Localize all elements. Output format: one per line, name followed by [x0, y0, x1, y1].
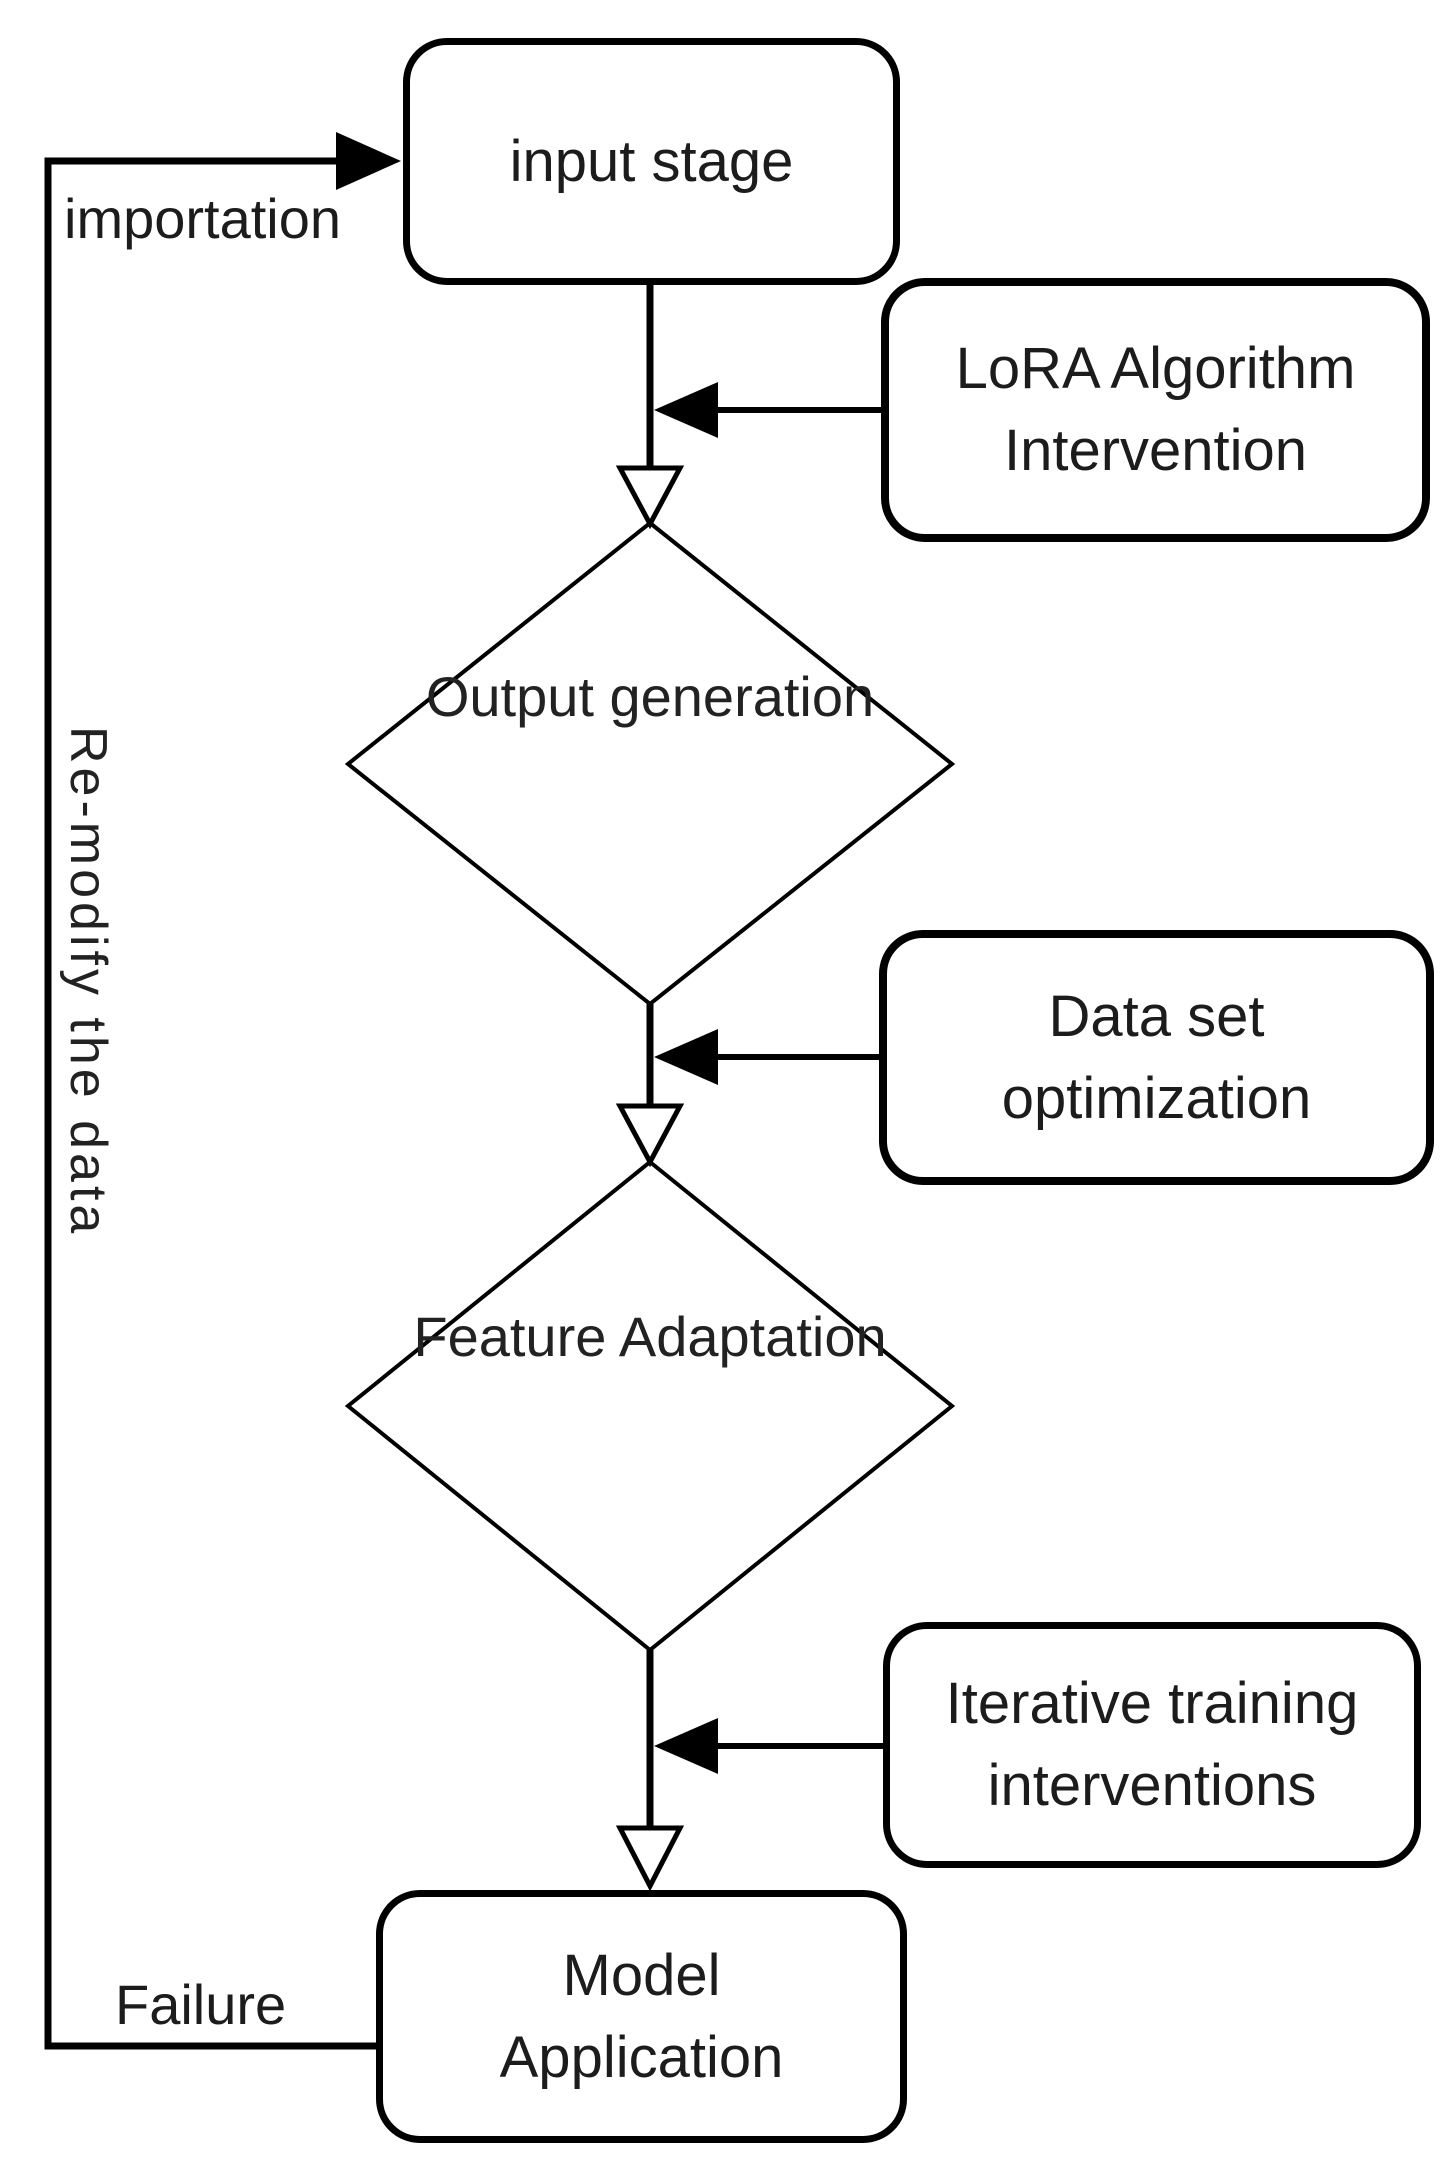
- feedback-loop-line: [44, 157, 376, 2050]
- node-input-stage-label: input stage: [509, 128, 794, 194]
- decision-feature-adaptation-label: Feature Adaptation: [390, 1300, 910, 1374]
- output-generation-line1: Output: [425, 665, 594, 728]
- decision-output-generation-label: Output generation: [390, 660, 910, 734]
- node-lora-algorithm-intervention: LoRA Algorithm Intervention: [881, 278, 1430, 542]
- node-dataset-label-line2: optimization: [1001, 1065, 1312, 1131]
- node-iterative-label-line2: interventions: [987, 1753, 1317, 1818]
- node-input-stage: input stage: [403, 38, 900, 285]
- decision-feature-adaptation: [344, 1159, 956, 1653]
- node-data-set-optimization: Data set optimization: [879, 930, 1434, 1185]
- feature-adaptation-line1: Feature: [413, 1305, 607, 1368]
- node-iterative-label-line1: Iterative training: [945, 1671, 1359, 1736]
- edge-label-importation: importation: [64, 187, 342, 250]
- arrowhead-dataset-optimization: [654, 1029, 718, 1085]
- feature-adaptation-line2: Adaptation: [618, 1305, 887, 1368]
- node-model-label-line1: Model: [562, 1942, 721, 2008]
- node-iterative-training-interventions: Iterative training interventions: [883, 1622, 1421, 1868]
- node-dataset-label-line1: Data set: [1048, 983, 1265, 1049]
- node-model-application: Model Application: [376, 1890, 907, 2143]
- open-arrowhead-into-output-generation: [615, 465, 685, 530]
- arrowhead-into-input-stage: [336, 132, 401, 190]
- open-arrowhead-into-model-application: [615, 1825, 685, 1892]
- node-lora-label-line2: Intervention: [1003, 418, 1308, 483]
- node-model-label-line2: Application: [499, 2024, 784, 2090]
- arrowhead-lora-intervention: [654, 382, 718, 438]
- output-generation-line2: generation: [609, 665, 875, 728]
- edge-label-re-modify-the-data: Re-modify the data: [59, 726, 117, 1238]
- edge-label-failure: Failure: [115, 1973, 287, 2036]
- open-arrowhead-into-feature-adaptation: [615, 1103, 685, 1168]
- node-lora-label-line1: LoRA Algorithm: [955, 336, 1356, 401]
- decision-output-generation: [344, 520, 956, 1007]
- arrowhead-iterative-training: [654, 1718, 718, 1774]
